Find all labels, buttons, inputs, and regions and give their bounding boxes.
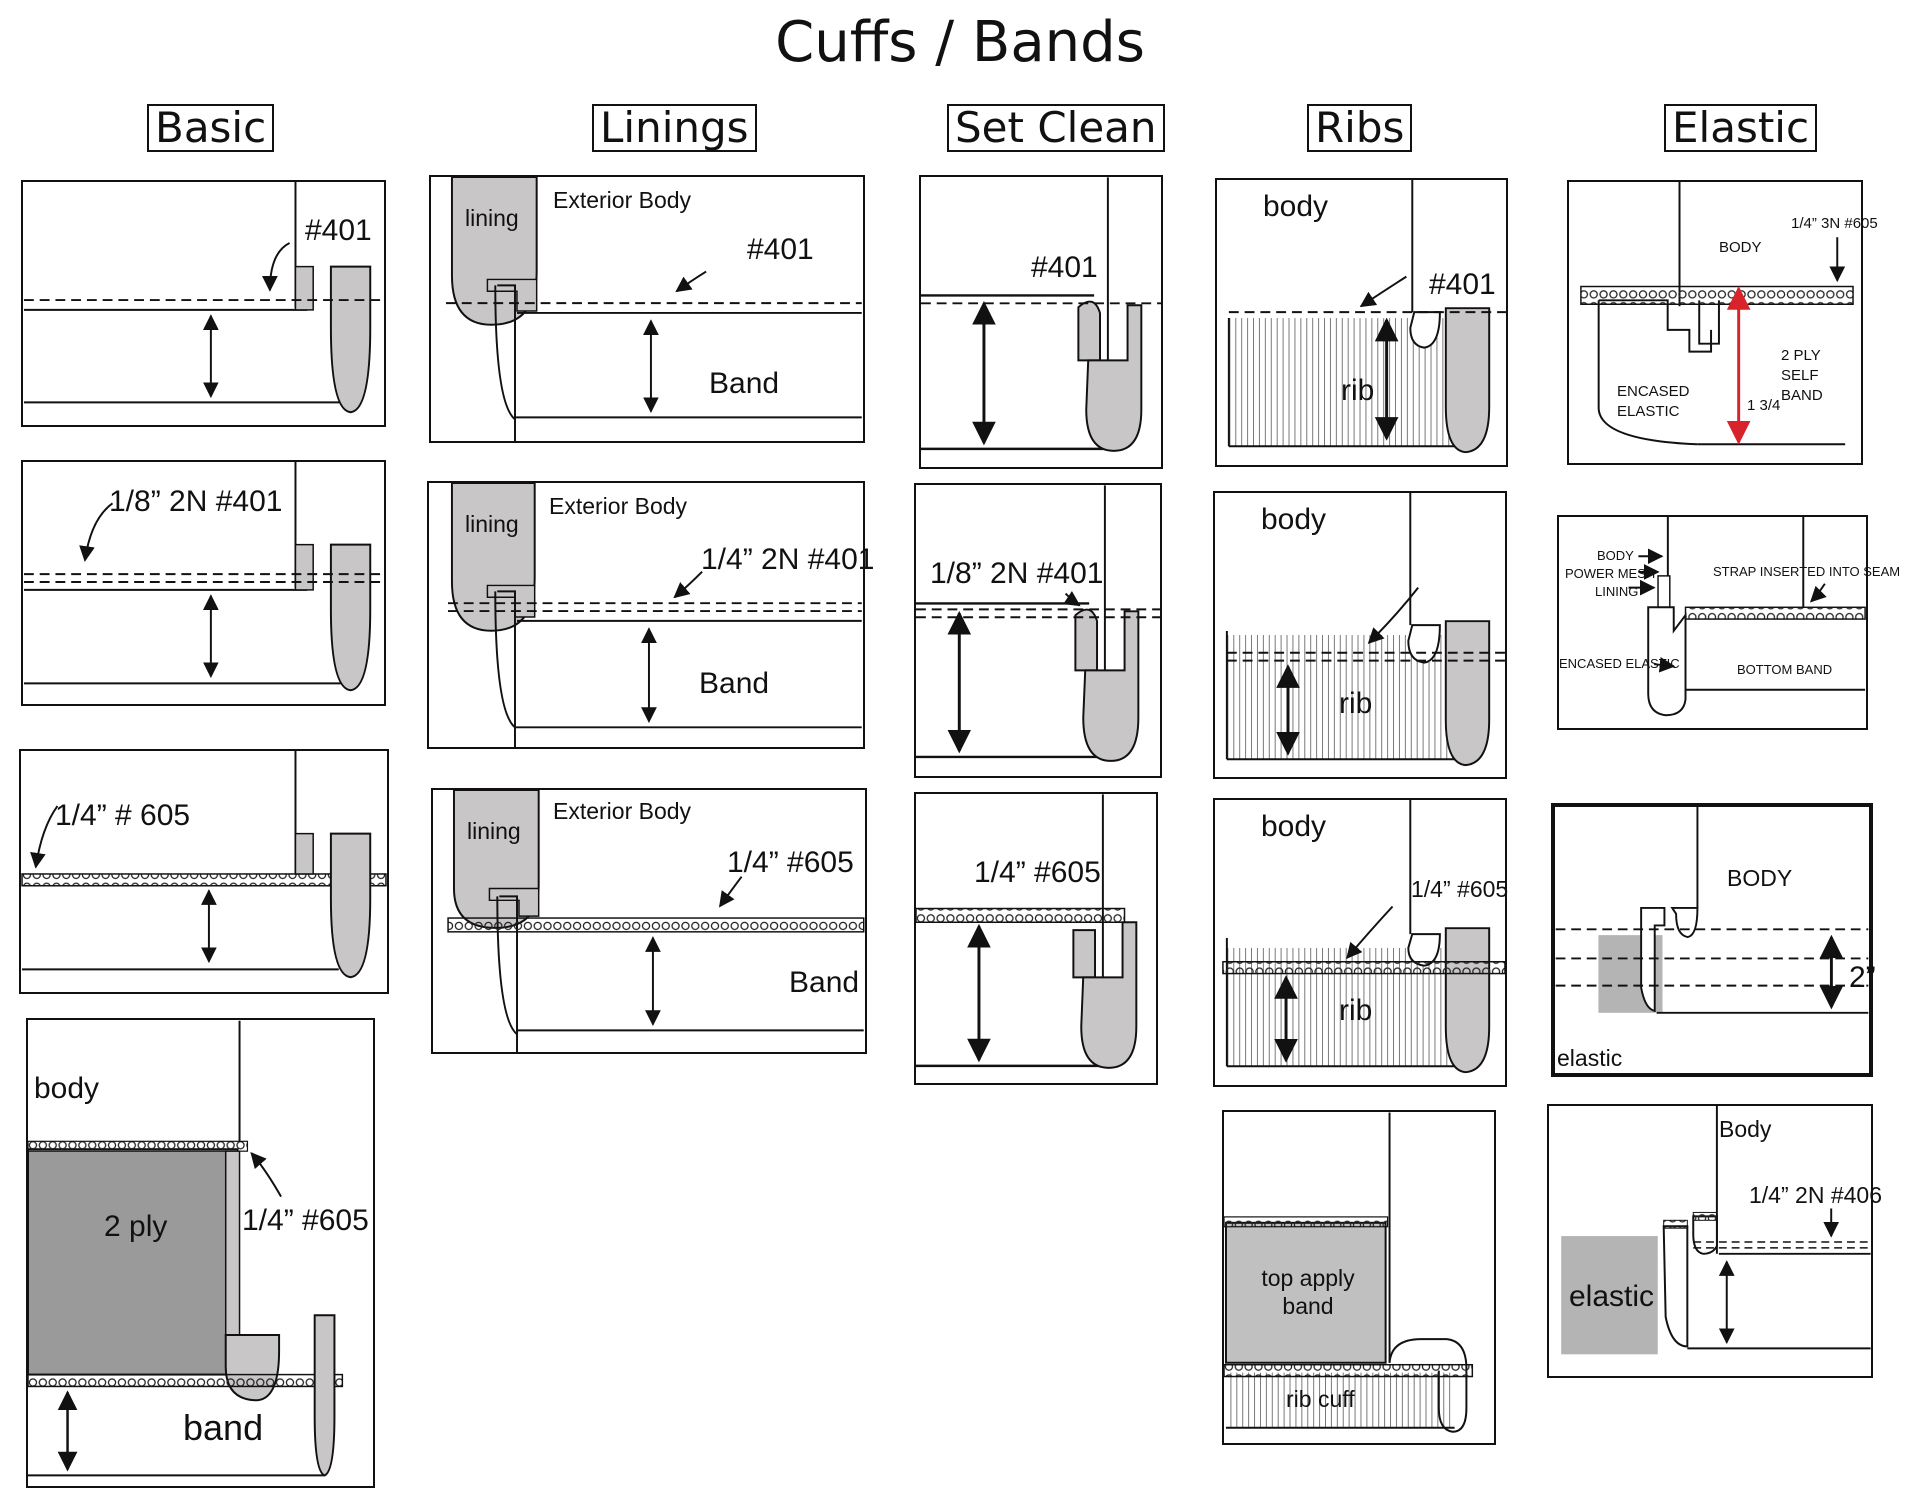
diagram-rib-605: body 1/4” #605 rib bbox=[1213, 798, 1509, 1087]
bottom-band-label: BOTTOM BAND bbox=[1737, 662, 1833, 677]
exterior-body-label: Exterior Body bbox=[553, 798, 692, 824]
column-header-ribs: Ribs bbox=[1307, 104, 1413, 152]
diagram-rib-401: body #401 rib bbox=[1215, 178, 1508, 467]
basic-2ply-drawing bbox=[27, 1020, 344, 1477]
self-band-label: 2 PLY SELF BAND bbox=[1781, 347, 1823, 404]
diagram-basic-401: #401 bbox=[21, 180, 386, 427]
elastic-3n-605-drawing bbox=[1580, 182, 1854, 446]
diagram-elastic-2n-406: Body 1/4” 2N #406 elastic bbox=[1547, 1104, 1882, 1378]
rib-cuff-label: rib cuff bbox=[1286, 1386, 1355, 1412]
stitch-label: #401 bbox=[1031, 251, 1098, 284]
encased-elastic-label: ENCASED ELASTIC bbox=[1617, 383, 1690, 420]
exterior-body-label: Exterior Body bbox=[553, 187, 692, 213]
measurement-label: 2” bbox=[1849, 961, 1876, 994]
lining-label: lining bbox=[465, 511, 519, 537]
body-label: body bbox=[1263, 190, 1329, 223]
column-header-linings: Linings bbox=[592, 104, 757, 152]
ply-label: 2 ply bbox=[104, 1210, 168, 1243]
exterior-body-label: Exterior Body bbox=[549, 493, 688, 519]
stitch-label: #401 bbox=[747, 233, 814, 266]
body-label: body bbox=[1261, 810, 1327, 843]
lining-label: lining bbox=[467, 818, 521, 844]
diagram-basic-605: 1/4” # 605 bbox=[19, 749, 389, 994]
body-label: body bbox=[1261, 503, 1327, 536]
stitch-label: 1/4” #605 bbox=[242, 1204, 369, 1237]
rib-cuff-drawing bbox=[1223, 1112, 1474, 1433]
diagram-elastic-power-mesh: BODY POWER MESH LINING STRAP INSERTED IN… bbox=[1557, 515, 1900, 730]
column-header-set-clean: Set Clean bbox=[947, 104, 1165, 152]
diagram-elastic-2in: BODY 2” elastic bbox=[1551, 803, 1876, 1077]
stitch-label: 1/4” #605 bbox=[727, 846, 854, 879]
stitch-label: 1/4” #605 bbox=[974, 856, 1101, 889]
measurement-label: 1 3/4 bbox=[1747, 397, 1781, 414]
basic-2n-401-drawing bbox=[23, 462, 384, 692]
lining-401-drawing bbox=[446, 176, 862, 443]
stitch-label: 1/8” 2N #401 bbox=[109, 485, 283, 518]
elastic-label: elastic bbox=[1557, 1045, 1623, 1071]
rib-label: rib bbox=[1341, 374, 1375, 407]
diagram-set-clean-2n-401: 1/8” 2N #401 bbox=[914, 483, 1162, 778]
set-clean-2n-401-drawing bbox=[916, 485, 1160, 762]
body-caps-label: BODY bbox=[1719, 239, 1762, 256]
rib-label: rib bbox=[1339, 687, 1373, 720]
rib-605-drawing bbox=[1222, 800, 1506, 1074]
band-label: Band bbox=[789, 966, 860, 999]
body-caps-label: BODY bbox=[1727, 865, 1793, 891]
diagram-lining-2n-401: lining Exterior Body 1/4” 2N #401 Band bbox=[427, 481, 874, 749]
stitch-label: #401 bbox=[1429, 268, 1496, 301]
diagram-set-clean-401: #401 bbox=[919, 175, 1163, 469]
diagram-lining-605: lining Exterior Body 1/4” #605 Band bbox=[431, 788, 867, 1054]
body-caps-label: BODY bbox=[1597, 548, 1634, 563]
elastic-label: elastic bbox=[1569, 1280, 1655, 1313]
page-title: Cuffs / Bands bbox=[775, 10, 1145, 75]
rib-label: rib bbox=[1339, 994, 1373, 1027]
set-clean-605-drawing bbox=[915, 794, 1138, 1069]
elastic-2n-406-drawing bbox=[1561, 1106, 1871, 1355]
band-label: band bbox=[183, 1407, 264, 1448]
rib-2n-drawing bbox=[1225, 493, 1505, 767]
basic-401-drawing bbox=[23, 182, 384, 414]
stitch-label: 1/4” 2N #406 bbox=[1749, 1182, 1882, 1208]
top-apply-band-label: top apply band bbox=[1261, 1265, 1355, 1319]
encased-elastic-inline-label: ENCASED ELASTIC bbox=[1559, 656, 1680, 671]
band-label: Band bbox=[709, 367, 780, 400]
diagram-basic-2n-401: 1/8” 2N #401 bbox=[21, 460, 386, 706]
column-header-elastic: Elastic bbox=[1664, 104, 1818, 152]
stitch-label: 1/4” #605 bbox=[1411, 876, 1509, 902]
band-label: Band bbox=[699, 667, 770, 700]
diagram-lining-401: lining Exterior Body #401 Band bbox=[429, 175, 865, 443]
stitch-label: 1/4” 3N #605 bbox=[1791, 215, 1878, 232]
set-clean-401-drawing bbox=[921, 177, 1161, 452]
lining-605-drawing bbox=[447, 789, 865, 1052]
stitch-label: 1/8” 2N #401 bbox=[930, 557, 1104, 590]
diagram-rib-2n: body rib bbox=[1213, 491, 1507, 779]
diagram-rib-cuff-top-apply: top apply band rib cuff bbox=[1222, 1110, 1496, 1445]
lining-label: lining bbox=[465, 205, 519, 231]
column-header-basic: Basic bbox=[147, 104, 275, 152]
stitch-label: 1/4” # 605 bbox=[55, 799, 191, 832]
elastic-2in-drawing bbox=[1555, 807, 1869, 1014]
rib-401-drawing bbox=[1227, 180, 1506, 454]
lining-2n-401-drawing bbox=[448, 482, 862, 749]
body-label: body bbox=[34, 1072, 100, 1105]
diagram-set-clean-605: 1/4” #605 bbox=[914, 792, 1158, 1085]
stitch-label: 1/4” 2N #401 bbox=[701, 543, 875, 576]
stitch-label: #401 bbox=[305, 214, 372, 247]
diagram-elastic-3n-605: BODY 1/4” 3N #605 2 PLY SELF BAND ENCASE… bbox=[1567, 180, 1878, 465]
diagram-basic-2ply: body 2 ply 1/4” #605 band bbox=[26, 1018, 375, 1488]
body-title-label: Body bbox=[1719, 1116, 1772, 1142]
basic-605-drawing bbox=[21, 751, 387, 979]
power-mesh-label: POWER MESH bbox=[1565, 566, 1656, 581]
strap-label: STRAP INSERTED INTO SEAM bbox=[1713, 564, 1901, 579]
lining-caps-label: LINING bbox=[1595, 584, 1639, 599]
elastic-power-mesh-drawing bbox=[1628, 517, 1866, 717]
